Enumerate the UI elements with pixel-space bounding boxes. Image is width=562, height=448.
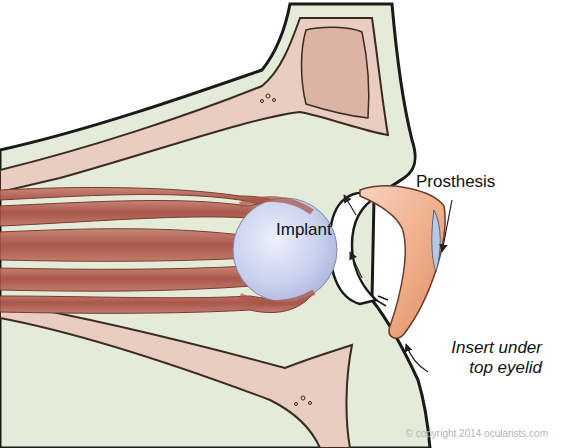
instruction-note: Insert under top eyelid xyxy=(424,338,542,379)
copyright-watermark: © copyright 2014 ocularists.com xyxy=(406,428,548,440)
part-label: Prosthesis xyxy=(416,172,495,192)
part-label: Implant xyxy=(276,220,332,240)
